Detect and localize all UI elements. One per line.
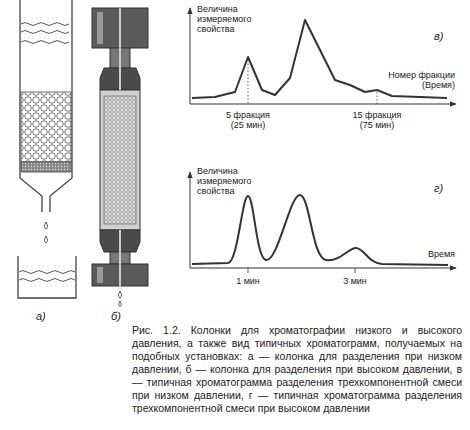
axis-title: Время [410,249,456,259]
drop [119,301,122,307]
drop [45,236,48,243]
axis-title: Величина измеряемого свойства [197,166,279,196]
axis-title: Величина измеряемого свойства [197,4,279,34]
liquid-wave [21,23,69,26]
tick-label: 1 мин [228,276,268,286]
tick-label: 3 мин [335,276,375,286]
packing-fine [104,96,136,224]
panel-letter: в) [434,30,458,43]
tick-label: 15 фракция (75 мин) [347,110,407,130]
frit [21,162,71,172]
inlet-channel [119,8,121,90]
figure-caption: Рис. 1.2. Колонки для хроматографии низк… [132,324,462,415]
axis-title: Номер фракции (Время) [384,70,456,90]
panel-letter: г) [434,182,458,195]
packing-beads [21,92,71,162]
cap-highlight [97,267,103,283]
panel-letter: б) [111,310,135,323]
liquid-wave [21,31,69,34]
dotted-marker [377,92,378,104]
liquid-wave [21,41,69,44]
liquid-wave [19,279,75,282]
panel-letter: а) [36,310,60,323]
beaker [18,256,76,298]
tick-label: 5 фракция (25 мин) [220,110,276,130]
liquid-wave [19,271,75,274]
y-axis [190,172,191,268]
drop [119,291,122,298]
y-axis [190,8,191,104]
dotted-marker [248,60,249,104]
glass-column [20,0,72,212]
tick-mark [355,268,356,273]
cap-highlight [97,12,103,44]
beaker-wall [18,256,76,298]
x-axis [190,104,456,105]
column-wall [20,0,72,212]
tick-mark [248,268,249,273]
outlet-channel [119,230,121,286]
steel-column [92,8,148,286]
x-axis [190,268,456,269]
drop [45,222,48,229]
column-body [100,90,140,230]
